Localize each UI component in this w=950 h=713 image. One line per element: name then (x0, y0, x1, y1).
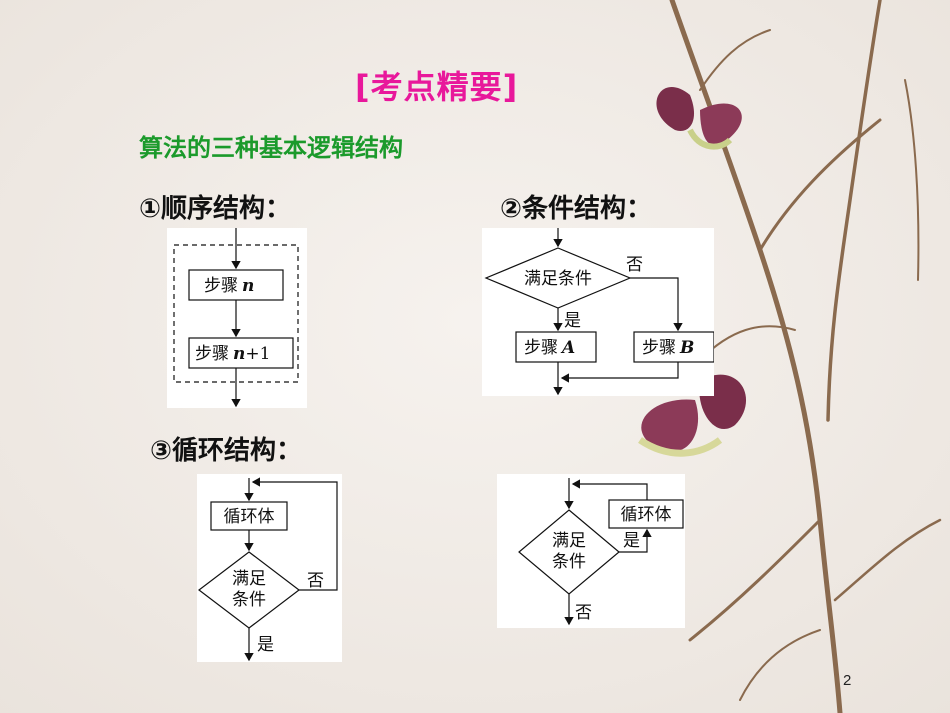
step-b-box (633, 331, 714, 363)
while-yes-label: 是 (623, 531, 640, 551)
while-condition-line2: 条件 (552, 552, 586, 572)
while-no-label: 否 (575, 603, 592, 623)
loop-body-label: 循环体 (224, 507, 275, 527)
while-loop-body-label: 循环体 (621, 505, 672, 525)
while-loop-flowchart-svg: 满足 条件 是 循环体 否 (518, 478, 684, 626)
section-heading: 算法的三种基本逻辑结构 (139, 134, 403, 162)
no-label: 否 (626, 255, 643, 275)
slide-title: [考点精要] (355, 68, 519, 106)
yes-label: 是 (564, 311, 581, 331)
until-loop-flowchart: 循环体 满足 条件 否 是 (197, 474, 342, 662)
step-a-box (515, 331, 597, 363)
loop-yes-label: 是 (257, 635, 274, 655)
loop-structure-label: ③循环结构： (150, 436, 303, 466)
step-n1-box (188, 337, 294, 369)
loop-condition-line1: 满足 (232, 569, 266, 589)
while-loop-body-box (608, 499, 684, 529)
loop-condition-line2: 条件 (232, 590, 266, 610)
sequence-structure-label: ①顺序结构： (139, 194, 292, 224)
dashed-frame (173, 244, 299, 383)
conditional-structure-label: ②条件结构： (500, 194, 653, 224)
while-condition-line1: 满足 (552, 531, 586, 551)
condition-label: 满足条件 (524, 269, 592, 289)
butterfly-top (656, 87, 742, 150)
while-loop-flowchart: 满足 条件 是 循环体 否 (497, 474, 685, 628)
step-n-box (188, 269, 284, 301)
loop-no-label: 否 (307, 571, 324, 591)
until-loop-flowchart-svg: 循环体 满足 条件 否 是 (198, 477, 338, 662)
page-number: 2 (843, 672, 852, 689)
